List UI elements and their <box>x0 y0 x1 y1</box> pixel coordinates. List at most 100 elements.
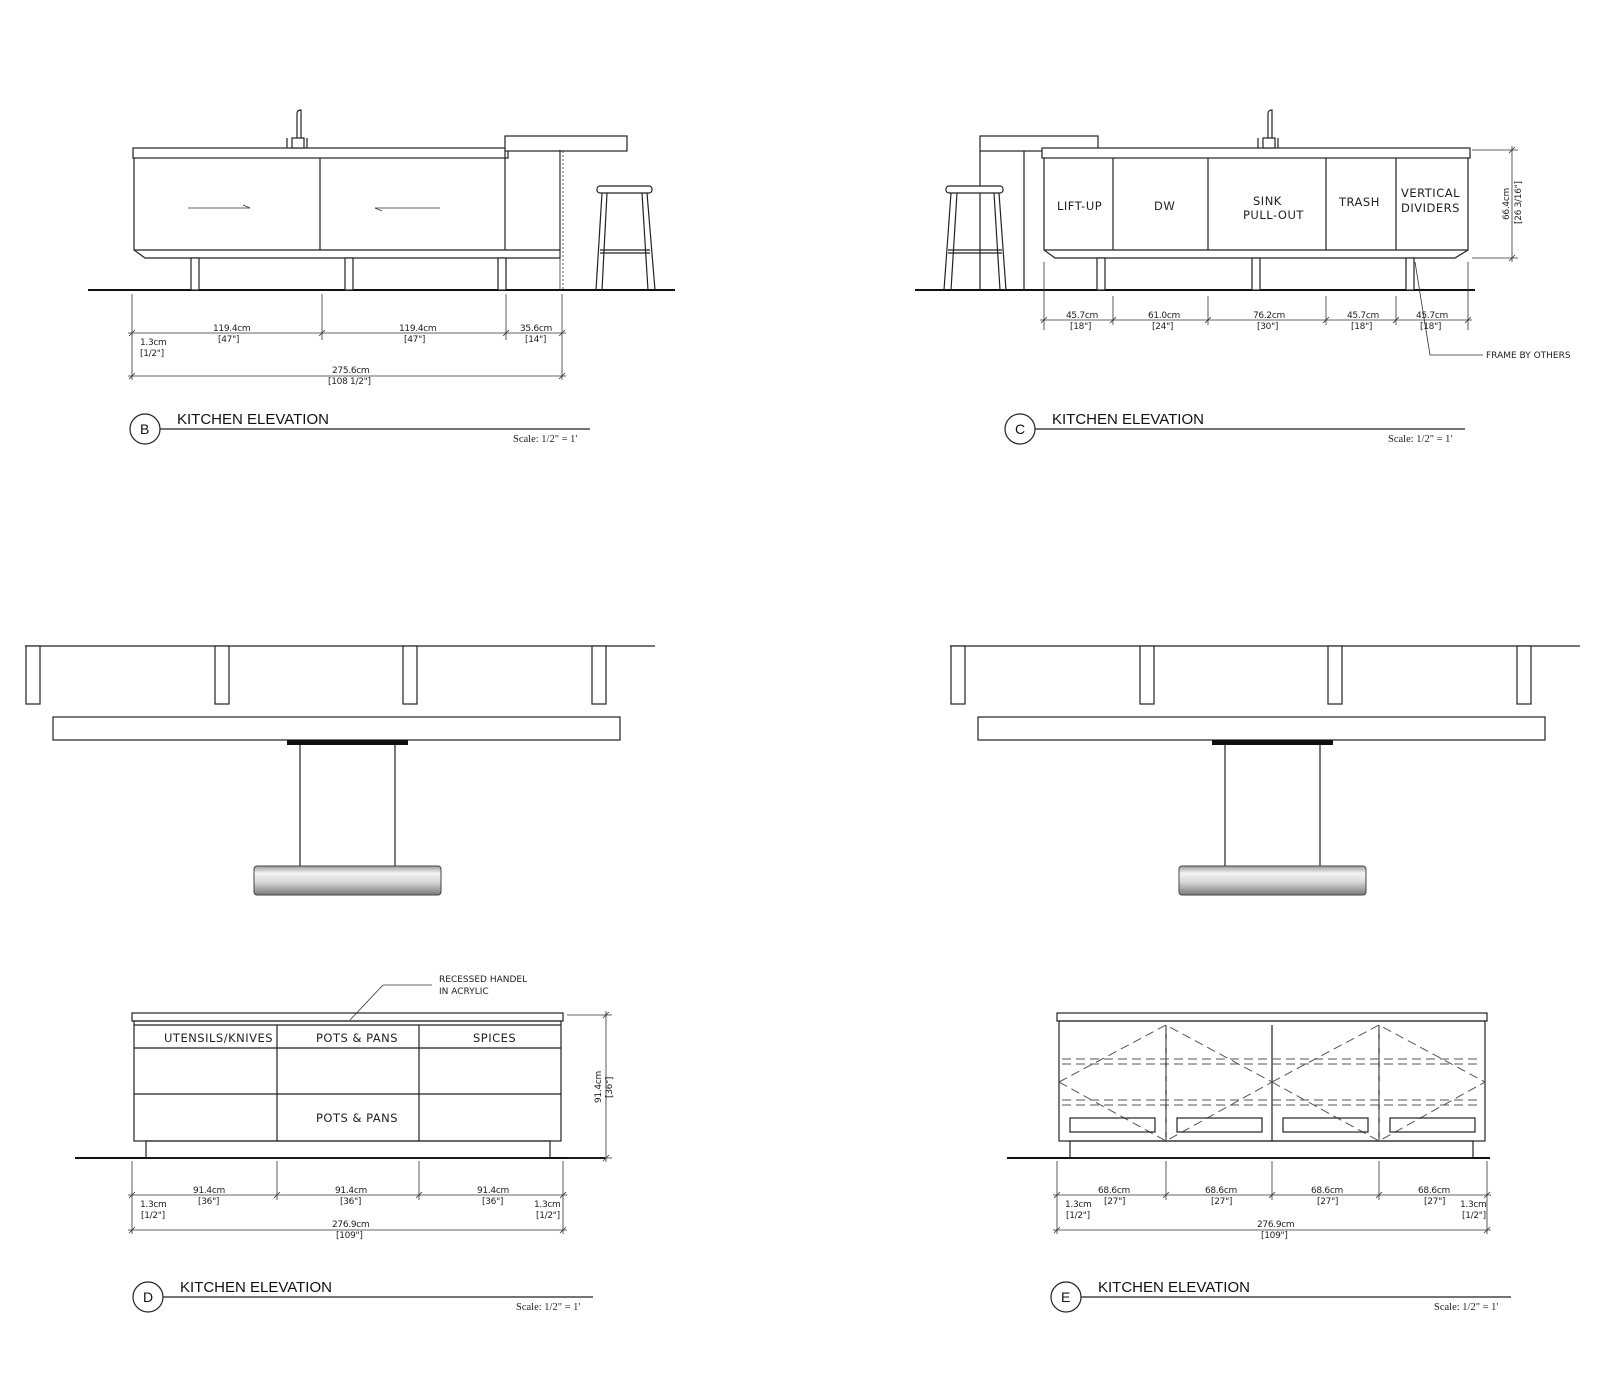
dim-height-in: [26 3/16"] <box>1514 181 1524 224</box>
dim-in: [36"] <box>340 1197 361 1207</box>
dim-cm: 68.6cm <box>1098 1186 1130 1196</box>
panel-label-lift-up: LIFT-UP <box>1057 199 1102 213</box>
dim-cm: 1.3cm <box>140 1200 167 1210</box>
countertop <box>1056 1012 1488 1022</box>
view-title: KITCHEN ELEVATION <box>1052 411 1204 428</box>
drawer-label-pots-pans: POTS & PANS <box>316 1031 398 1045</box>
dim-in: [47"] <box>218 335 239 345</box>
dim-in: [1/2"] <box>141 1211 165 1221</box>
elevation-d: UTENSILS/KNIVES POTS & PANS SPICES POTS … <box>75 975 615 1313</box>
callout-recessed-handle: RECESSED HANDEL <box>439 975 527 985</box>
mount-plate <box>1212 740 1333 745</box>
dim-in: [27"] <box>1424 1197 1445 1207</box>
dim-cm: 91.4cm <box>193 1186 225 1196</box>
dim-cm: 1.3cm <box>1065 1200 1092 1210</box>
pendant-light <box>1178 865 1367 896</box>
dim-overall-in: [109"] <box>1261 1231 1288 1241</box>
dim-overall-in: [109"] <box>336 1231 363 1241</box>
dim-cm: 61.0cm <box>1148 311 1180 321</box>
dim-in: [1/2"] <box>1066 1211 1090 1221</box>
shelf-slab <box>52 716 621 741</box>
dimension-height <box>567 1011 612 1162</box>
dim-in: [27"] <box>1211 1197 1232 1207</box>
rafter <box>214 645 230 705</box>
view-title-block: D KITCHEN ELEVATION Scale: 1/2" = 1' <box>132 1279 593 1313</box>
dim-in: [18"] <box>1351 322 1372 332</box>
bar-stool <box>595 185 656 291</box>
dim-cm: 91.4cm <box>477 1186 509 1196</box>
shelf-slab <box>977 716 1546 741</box>
dim-cm: 45.7cm <box>1066 311 1098 321</box>
callout-leader <box>349 984 432 1021</box>
dimension-height <box>1472 146 1518 262</box>
panel-label-dividers: DIVIDERS <box>1401 201 1460 215</box>
view-tag: D <box>143 1289 153 1305</box>
view-title: KITCHEN ELEVATION <box>180 1279 332 1296</box>
dim-in: [30"] <box>1257 322 1278 332</box>
dim-in: [47"] <box>404 335 425 345</box>
bar-top <box>504 135 628 152</box>
slide-arrow <box>374 207 440 212</box>
dim-cm: 45.7cm <box>1347 311 1379 321</box>
panel-label-sink: SINK <box>1253 194 1282 208</box>
panel-label-dw: DW <box>1154 199 1175 213</box>
slide-arrow <box>188 204 251 209</box>
plinth <box>1069 1140 1474 1159</box>
cabinet-body <box>133 150 561 259</box>
dim-cm: 35.6cm <box>520 324 552 334</box>
drawer-pull <box>1176 1117 1263 1133</box>
dimension-string <box>128 294 566 380</box>
dim-overall-in: [108 1/2"] <box>328 377 371 387</box>
elevation-e: 1.3cm [1/2"] 68.6cm [27"] 68.6cm [27"] 6… <box>1007 1012 1511 1313</box>
view-title: KITCHEN ELEVATION <box>1098 1279 1250 1296</box>
panel-label-trash: TRASH <box>1338 195 1380 209</box>
cabinet-leg <box>1096 257 1106 291</box>
view-tag: E <box>1061 1289 1070 1305</box>
dim-in: [18"] <box>1070 322 1091 332</box>
view-title: KITCHEN ELEVATION <box>177 411 329 428</box>
rafter <box>25 645 41 705</box>
dim-cm: 1.3cm <box>1460 1200 1487 1210</box>
countertop <box>132 147 509 159</box>
drawer-pull <box>1069 1117 1156 1133</box>
callout-frame-by-others: FRAME BY OTHERS <box>1486 351 1571 361</box>
dim-in: [18"] <box>1420 322 1441 332</box>
drawer-pull <box>1282 1117 1369 1133</box>
dim-overall-cm: 275.6cm <box>332 366 369 376</box>
drawer-label-utensils: UTENSILS/KNIVES <box>164 1031 273 1045</box>
dim-height-in: [36"] <box>605 1077 615 1098</box>
dim-in: [1/2"] <box>1462 1211 1486 1221</box>
view-scale: Scale: 1/2" = 1' <box>516 1302 580 1313</box>
dim-in: [27"] <box>1317 1197 1338 1207</box>
view-title-block: B KITCHEN ELEVATION Scale: 1/2" = 1' <box>129 411 590 445</box>
panel-label-pull-out: PULL-OUT <box>1243 208 1304 222</box>
dimension-string <box>1040 261 1483 356</box>
drawer-pull <box>1389 1117 1476 1133</box>
dim-in: [36"] <box>482 1197 503 1207</box>
dimension-string <box>128 1161 567 1234</box>
view-tag: B <box>140 421 149 437</box>
faucet <box>1257 109 1279 149</box>
bar-top <box>979 135 1099 152</box>
cabinet-leg <box>190 257 200 291</box>
dim-in: [1/2"] <box>140 349 164 359</box>
countertop <box>131 1012 564 1022</box>
rafter <box>1327 645 1343 705</box>
view-tag: C <box>1015 421 1025 437</box>
mount-plate <box>287 740 408 745</box>
dim-cm: 1.3cm <box>140 338 167 348</box>
dimension-string <box>1053 1161 1491 1234</box>
drawer-label-spices: SPICES <box>473 1031 516 1045</box>
dim-cm: 68.6cm <box>1418 1186 1450 1196</box>
rafter <box>1139 645 1155 705</box>
elevation-c: LIFT-UP DW SINK PULL-OUT TRASH VERTICAL … <box>915 109 1571 445</box>
dim-in: [1/2"] <box>536 1211 560 1221</box>
hidden-shelves <box>1057 1024 1487 1142</box>
pendant-light <box>253 865 442 896</box>
callout-in-acrylic: IN ACRYLIC <box>439 987 489 997</box>
dim-in: [27"] <box>1104 1197 1125 1207</box>
cabinet-leg <box>344 257 354 291</box>
dim-cm: 91.4cm <box>335 1186 367 1196</box>
faucet <box>286 109 308 149</box>
section-detail-right <box>950 645 1580 896</box>
